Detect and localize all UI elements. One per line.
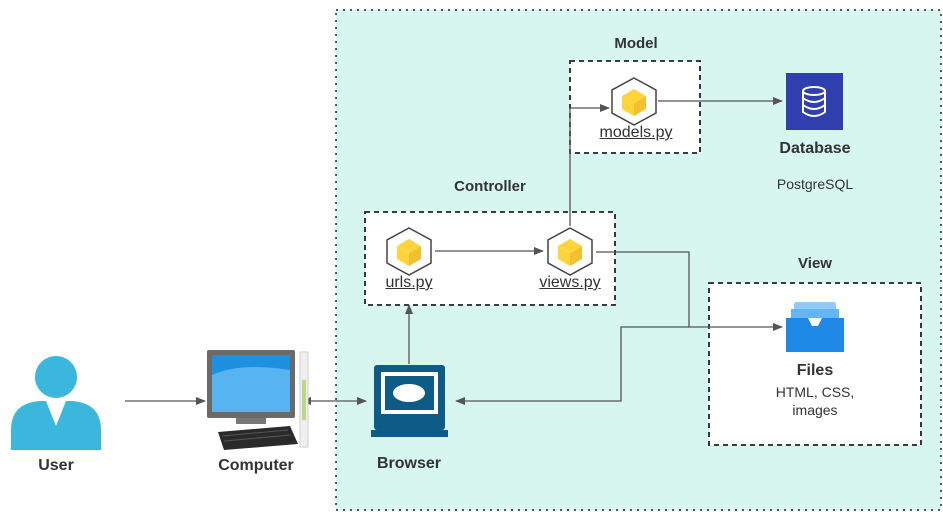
- user-label: User: [38, 457, 74, 474]
- views-file-label: views.py: [539, 274, 601, 291]
- views-to-models-arrow: [569, 104, 610, 226]
- database-icon: [786, 73, 843, 130]
- user-icon: [11, 356, 101, 450]
- computer-label: Computer: [218, 457, 294, 474]
- controller-group-label: Controller: [454, 178, 526, 195]
- views-module-icon: [547, 227, 593, 276]
- urls-file-label: urls.py: [385, 274, 433, 291]
- views-to-files-arrow: [596, 251, 783, 331]
- files-desc-line1: HTML, CSS,: [775, 384, 855, 400]
- database-type-label: PostgreSQL: [776, 176, 854, 192]
- browser-icon: [371, 365, 448, 437]
- view-group-label: View: [798, 255, 832, 272]
- urls-module-icon: [386, 227, 432, 276]
- files-label: Files: [796, 362, 834, 379]
- models-file-label: models.py: [599, 124, 673, 141]
- files-to-browser-arrow: [455, 326, 689, 405]
- computer-icon: [207, 350, 309, 450]
- files-desc-line2: images: [792, 402, 838, 418]
- model-group-label: Model: [614, 35, 658, 52]
- database-label: Database: [779, 140, 851, 157]
- browser-label: Browser: [376, 455, 442, 472]
- files-icon: [786, 302, 844, 352]
- models-module-icon: [611, 77, 657, 126]
